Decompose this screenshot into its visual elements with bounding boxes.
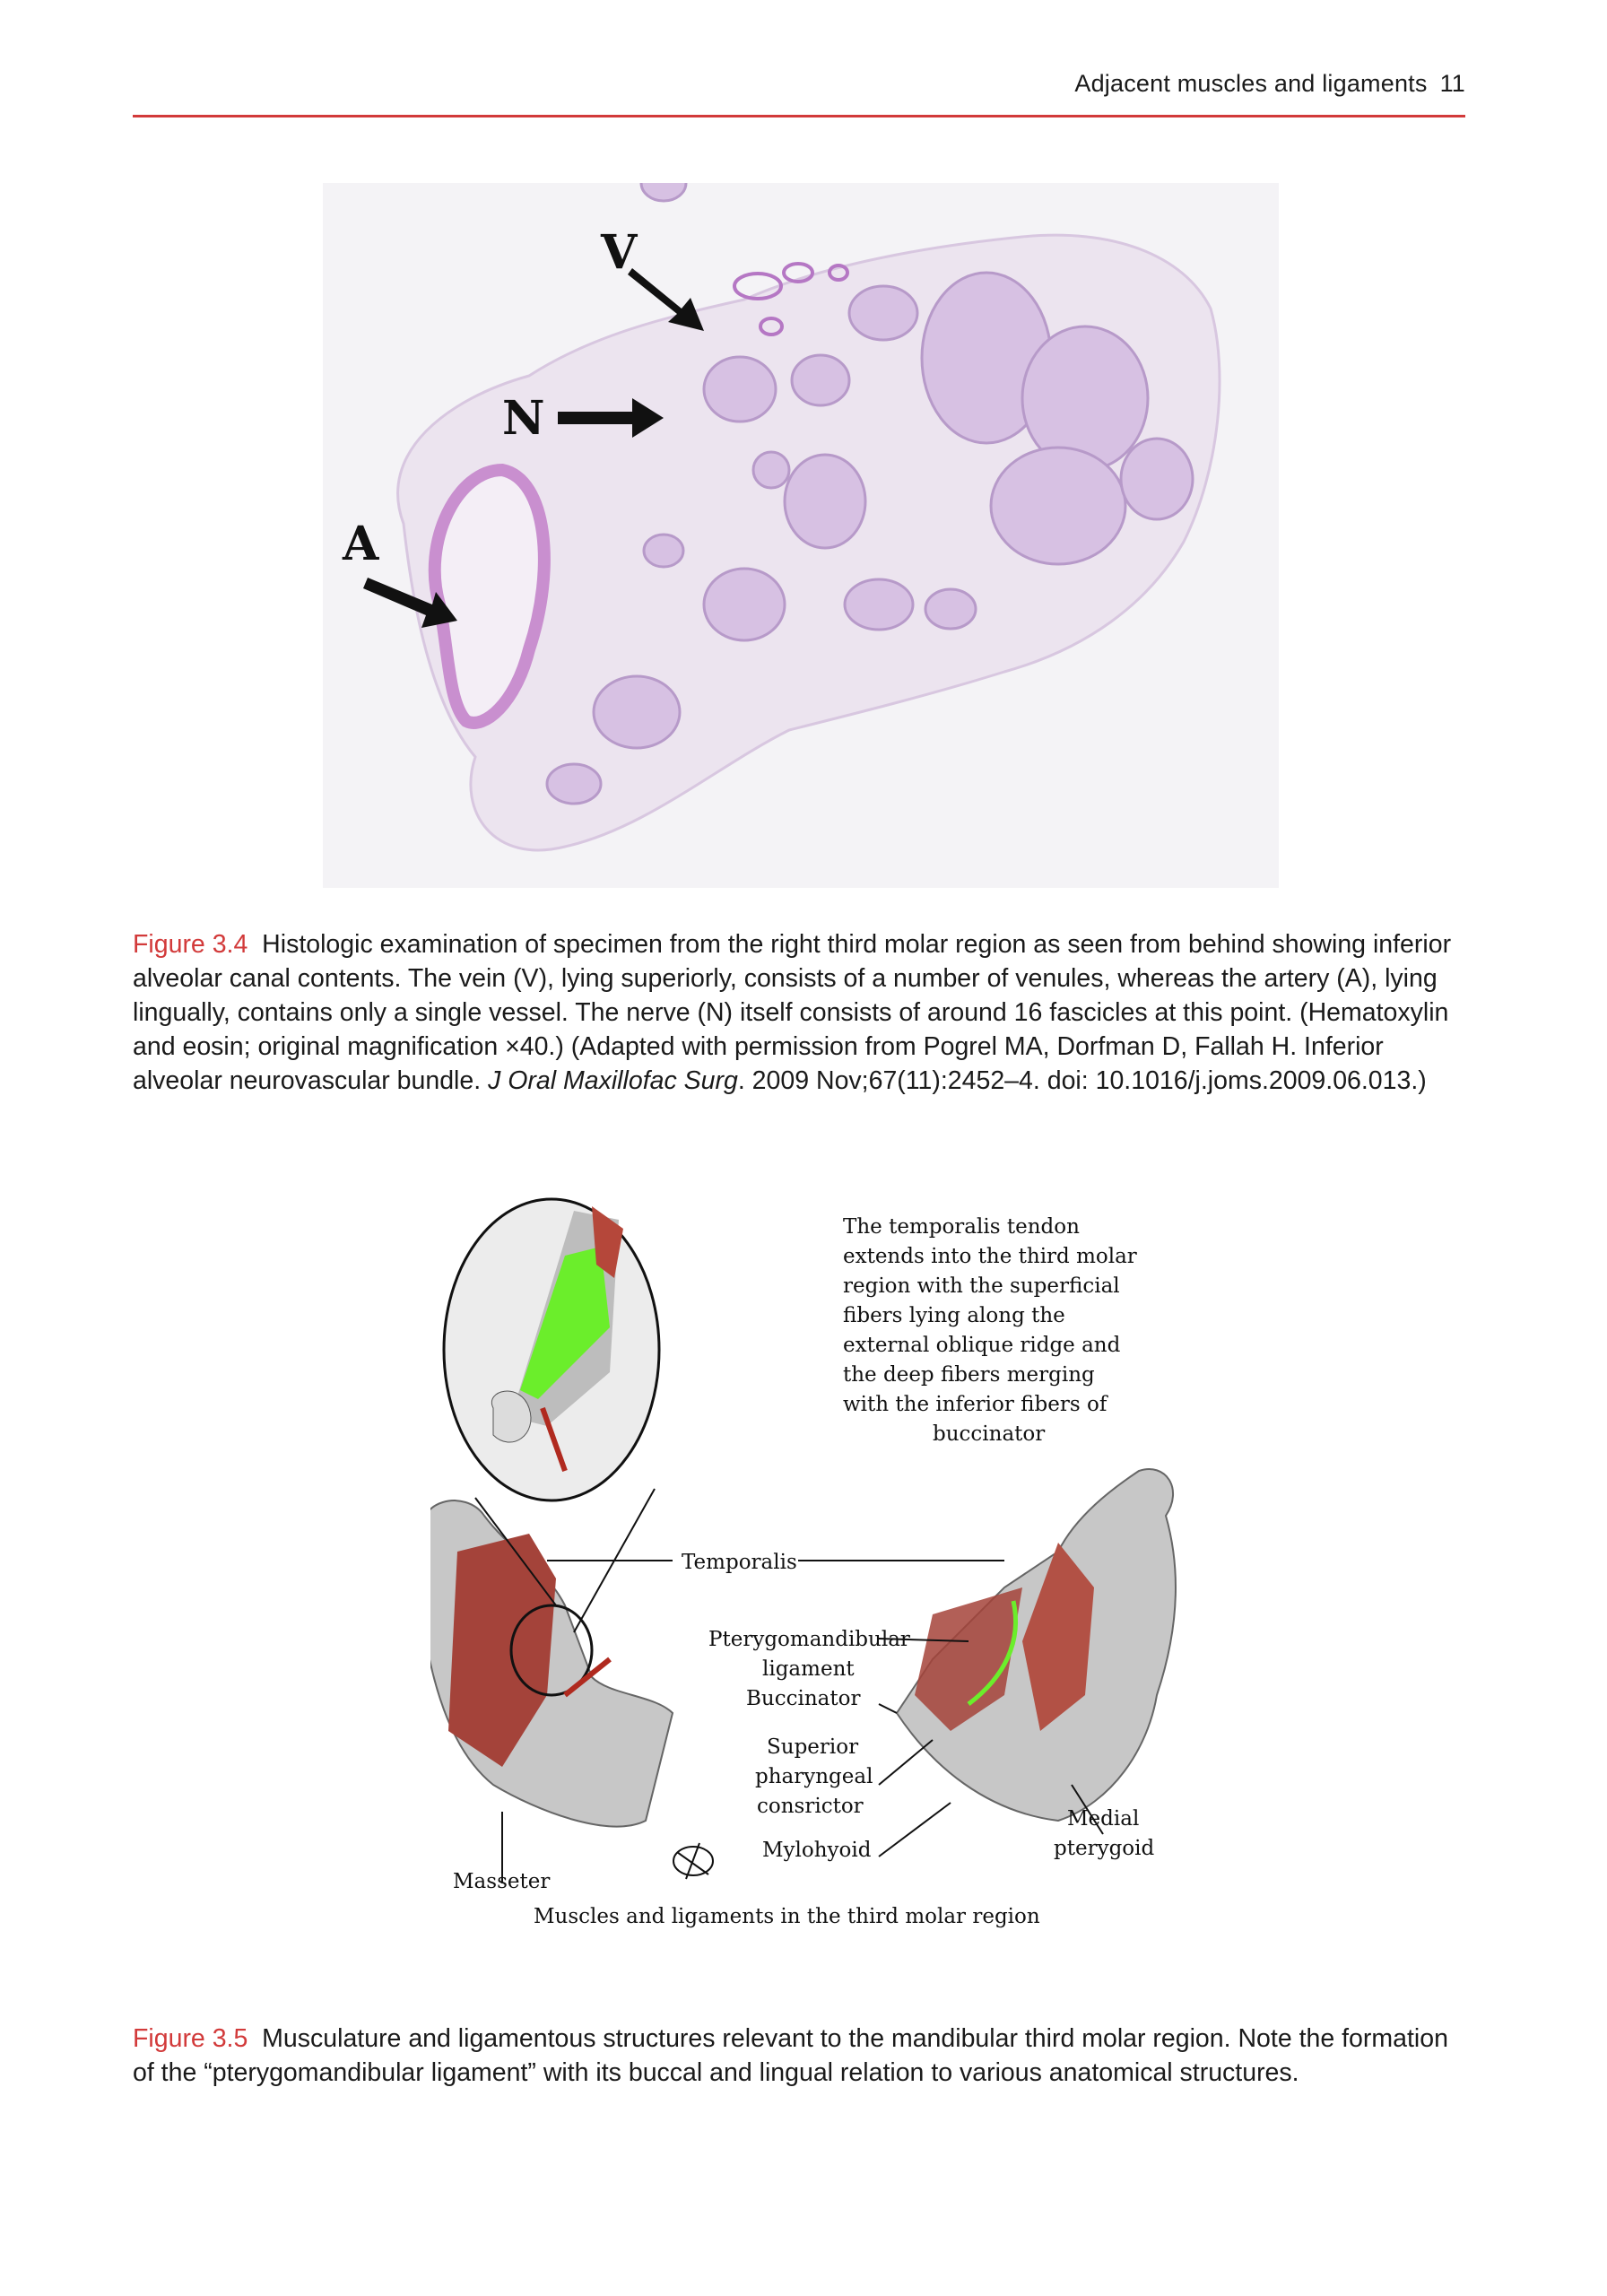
running-head: Adjacent muscles and ligaments 11 [133,70,1465,98]
anatomy-figure: The temporalis tendon extends into the t… [430,1197,1177,1928]
caption-text-2: Musculature and ligamentous structures r… [133,2024,1448,2087]
label-temporalis: Temporalis [682,1551,797,1574]
inset-text-8: buccinator [933,1422,1045,1446]
inset-text-2: extends into the third molar [843,1245,1137,1268]
label-pterygomandibular-2: ligament [762,1657,855,1681]
label-superior-2: pharyngeal [755,1765,873,1788]
label-artery: A [342,517,379,571]
caption-label-2: Figure 3.5 [133,2024,248,2053]
label-superior-1: Superior [767,1735,858,1759]
inset-text-1: The temporalis tendon [843,1215,1080,1239]
label-buccinator: Buccinator [746,1687,860,1710]
inset-text-4: fibers lying along the [843,1304,1065,1327]
inset-text-3: region with the superficial [843,1274,1120,1298]
header-rule [133,115,1465,117]
signature-icon [673,1842,714,1880]
chapter-title: Adjacent muscles and ligaments [1074,70,1428,97]
caption-journal: J Oral Maxillofac Surg [488,1066,738,1095]
page-number: 11 [1439,70,1465,97]
label-vein: V [600,225,638,280]
label-masseter: Masseter [453,1870,550,1893]
inset-text-7: with the inferior fibers of [843,1393,1108,1416]
figure-3-5-caption: Figure 3.5 Musculature and ligamentous s… [133,2022,1465,2090]
inset-text-6: the deep fibers merging [843,1363,1095,1387]
label-nerve: N [502,391,545,446]
label-mylohyoid: Mylohyoid [762,1839,872,1862]
histology-figure: V N A [323,183,1279,888]
label-medial-2: pterygoid [1054,1837,1154,1860]
figure-title: Muscles and ligaments in the third molar… [534,1905,1040,1928]
label-medial-1: Medial [1067,1807,1139,1831]
caption-tail: . 2009 Nov;67(11):2452–4. doi: 10.1016/j… [737,1066,1427,1095]
inset-text-5: external oblique ridge and [843,1334,1121,1357]
label-superior-3: consrictor [757,1795,864,1818]
caption-text: Histologic examination of specimen from … [133,930,1452,1095]
label-pterygomandibular-1: Pterygomandibular [708,1628,910,1651]
caption-label: Figure 3.4 [133,930,248,959]
figure-3-4-caption: Figure 3.4 Histologic examination of spe… [133,927,1465,1098]
